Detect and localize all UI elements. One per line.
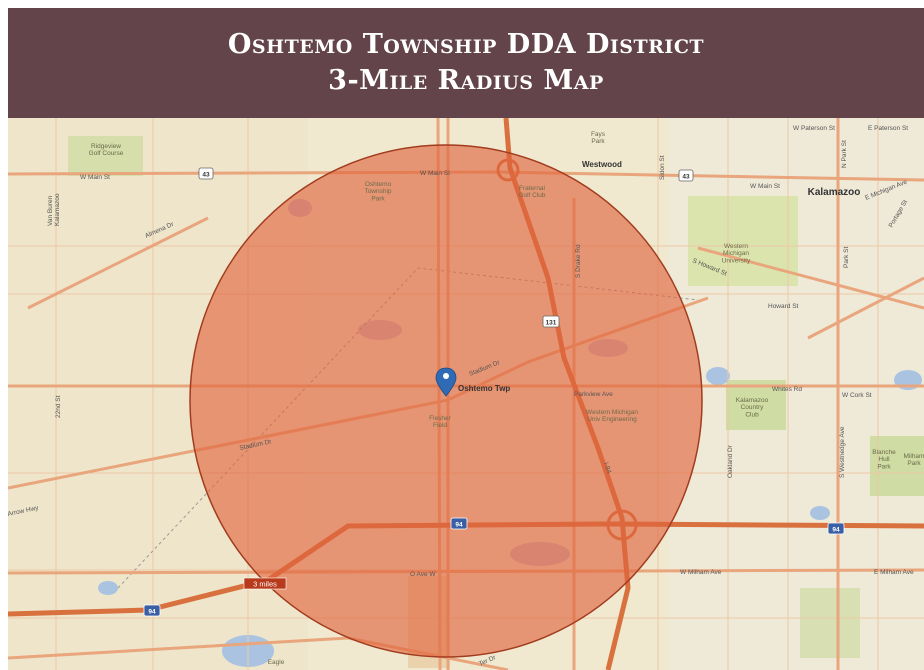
label-westwood: Westwood [582, 160, 622, 169]
label-e-paterson-st: E Paterson St [868, 125, 908, 132]
shield-131: 131 [546, 320, 557, 327]
label-w-paterson-st: W Paterson St [793, 125, 835, 132]
label-s-westnedge-ave: S Westnedge Ave [839, 426, 846, 478]
label-n-park-st: N Park St [841, 140, 848, 168]
label-van-buren: Van BurenKalamazoo [47, 193, 61, 226]
shield-94-mid: 94 [455, 522, 463, 529]
title-banner: Oshtemo Township DDA District 3-Mile Rad… [8, 8, 924, 118]
label-i-94: I-94 [602, 461, 612, 474]
label-22nd-st: 22nd St [55, 395, 62, 418]
lake-4 [810, 506, 830, 520]
title-line-2: 3-Mile Radius Map [328, 65, 604, 96]
park-country-club [726, 380, 786, 430]
label-parkview-ave: Parkview Ave [574, 391, 613, 398]
label-o-ave-w: O Ave W [410, 571, 436, 578]
label-w-main-st-east: W Main St [750, 183, 780, 190]
map-canvas[interactable]: 43 43 131 94 94 94 W Main St W Main St W… [8, 118, 924, 670]
label-sidon-st: Sidon St [659, 155, 666, 180]
label-e-milham-ave: E Milham Ave [874, 569, 914, 576]
lake-3 [98, 581, 118, 595]
radius-circle [189, 144, 703, 658]
radius-label-text: 3 miles [253, 580, 277, 589]
map-view[interactable]: 43 43 131 94 94 94 W Main St W Main St W… [8, 118, 924, 670]
park-blanche-hull [870, 436, 924, 496]
label-kalamazoo: Kalamazoo [808, 187, 861, 198]
label-w-main-st-west: W Main St [80, 174, 110, 181]
label-eagle: Eagle [268, 659, 285, 666]
park-ridgeview [68, 136, 143, 176]
label-w-cork-st: W Cork St [842, 392, 872, 399]
label-whites-rd: Whites Rd [772, 386, 802, 393]
park-south-east [800, 588, 860, 658]
label-w-milham-ave: W Milham Ave [680, 569, 722, 576]
label-howard-st: Howard St [768, 303, 799, 310]
shield-43-west: 43 [202, 172, 210, 179]
shield-94-east: 94 [832, 527, 840, 534]
shield-94-west: 94 [148, 609, 156, 616]
radius-label: 3 miles [243, 577, 287, 590]
marker-label: Oshtemo Twp [458, 384, 510, 393]
highway-shields [143, 167, 845, 617]
label-oakland-dr: Oakland Dr [727, 444, 734, 478]
location-marker[interactable] [435, 367, 457, 397]
shield-43-east: 43 [682, 174, 690, 181]
park-wmu [688, 196, 798, 286]
lake-1 [706, 367, 730, 385]
pin-dot [443, 373, 449, 379]
title-line-1: Oshtemo Township DDA District [227, 29, 705, 60]
label-park-st: Park St [843, 246, 850, 268]
pin-icon[interactable] [435, 367, 457, 397]
label-w-main-st-mid: W Main St [420, 170, 450, 177]
label-s-drake-rd: S Drake Rd [575, 244, 582, 278]
